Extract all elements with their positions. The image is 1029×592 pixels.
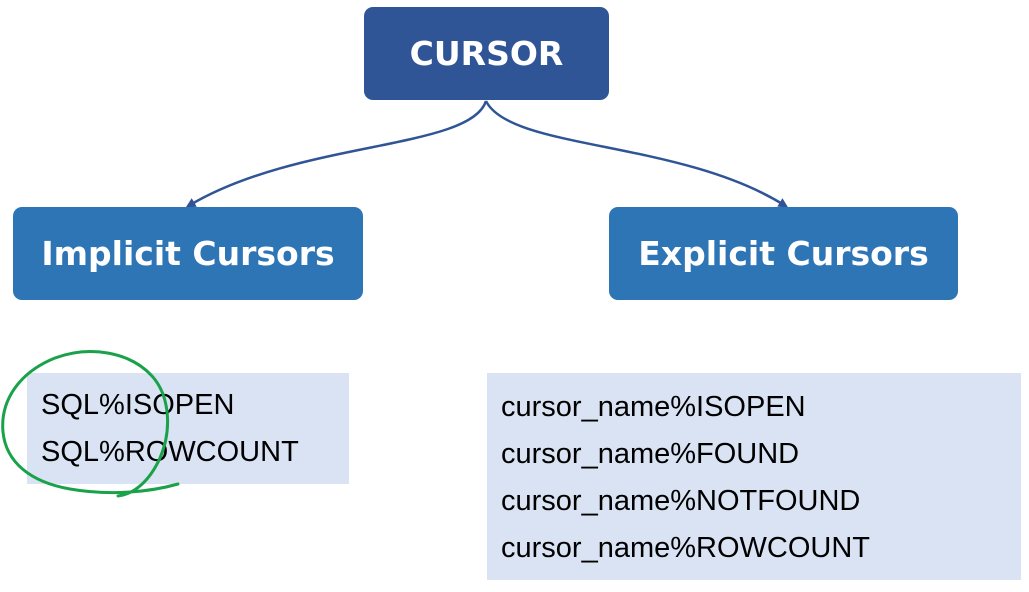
implicit-attribute: SQL%ROWCOUNT [41,436,299,468]
explicit-node-label: Explicit Cursors [638,234,929,273]
implicit-node-label: Implicit Cursors [41,234,335,273]
root-node-label: CURSOR [409,34,564,73]
implicit-attribute: SQL%ISOPEN [41,389,235,421]
explicit-attribute: cursor_name%FOUND [501,438,800,470]
explicit-attributes-box: cursor_name%ISOPEN cursor_name%FOUND cur… [487,373,1021,580]
explicit-attribute: cursor_name%ROWCOUNT [501,532,870,564]
node-implicit-cursors: Implicit Cursors [13,207,363,300]
root-node-cursor: CURSOR [364,7,609,100]
explicit-attribute: cursor_name%ISOPEN [501,391,806,423]
implicit-attributes-box: SQL%ISOPEN SQL%ROWCOUNT [27,373,349,484]
connector-root-to-implicit [185,100,488,208]
node-explicit-cursors: Explicit Cursors [609,207,958,300]
connector-root-to-explicit [484,100,789,208]
explicit-attribute: cursor_name%NOTFOUND [501,485,861,517]
